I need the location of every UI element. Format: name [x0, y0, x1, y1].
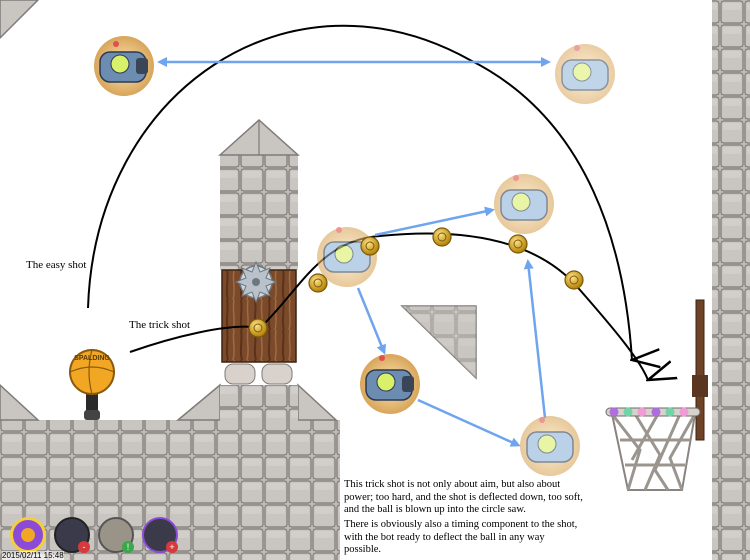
coin-icon — [360, 236, 380, 256]
ball-tool-icon — [21, 528, 35, 542]
coin-icon — [508, 234, 528, 254]
deflect-arrow-1 — [374, 206, 495, 237]
ball-tool-button[interactable] — [10, 517, 46, 553]
tool-toolbar: - ! + — [2, 517, 185, 557]
cushion-blocks — [224, 363, 293, 385]
trick-shot-trajectory — [129, 232, 648, 380]
robot-tool-badge: + — [166, 541, 178, 553]
bot-tool-badge: - — [78, 541, 90, 553]
trick-shot-label: The trick shot — [129, 319, 191, 331]
note-paragraph-2: There is obviously also a timing compone… — [344, 519, 578, 555]
timestamp: 2015/02/11 15:48 — [2, 551, 64, 560]
left-ramp — [0, 383, 40, 421]
stone-pillar — [220, 155, 298, 270]
easy-shot-trajectory — [87, 24, 632, 360]
deflect-arrow-3 — [417, 398, 521, 447]
raised-stone-block — [220, 385, 298, 425]
corner-stone-block — [0, 0, 40, 40]
note-paragraph-1: This trick shot is not only about aim, b… — [344, 479, 583, 515]
coin-icon — [564, 270, 584, 290]
bot-icon-lower-right — [520, 416, 580, 476]
stone-tool-button[interactable]: ! — [98, 517, 134, 553]
right-stone-wall — [712, 0, 750, 560]
pillar-ramp — [175, 383, 221, 421]
robot-tool-button[interactable]: + — [142, 517, 178, 553]
basketball-hoop — [605, 299, 708, 491]
deflect-arrow-4 — [523, 259, 547, 419]
ball-brand-text: SPALDING — [74, 355, 110, 362]
bot-icon-lower-left — [360, 354, 420, 414]
circle-saw-icon — [234, 260, 278, 304]
easy-shot-label: The easy shot — [26, 259, 87, 271]
bot-tool-button[interactable]: - — [54, 517, 90, 553]
bot-icon-top-right — [555, 44, 615, 104]
player-character: SPALDING — [69, 349, 115, 420]
right-ramp — [297, 383, 338, 421]
stone-tool-badge: ! — [122, 541, 134, 553]
bot-icon-mid-right — [494, 174, 554, 234]
coin-icon — [248, 318, 268, 338]
coin-icon — [432, 227, 452, 247]
deflect-arrow-2 — [356, 287, 386, 355]
bot-icon-top-left — [94, 36, 154, 96]
coin-icon — [308, 273, 328, 293]
